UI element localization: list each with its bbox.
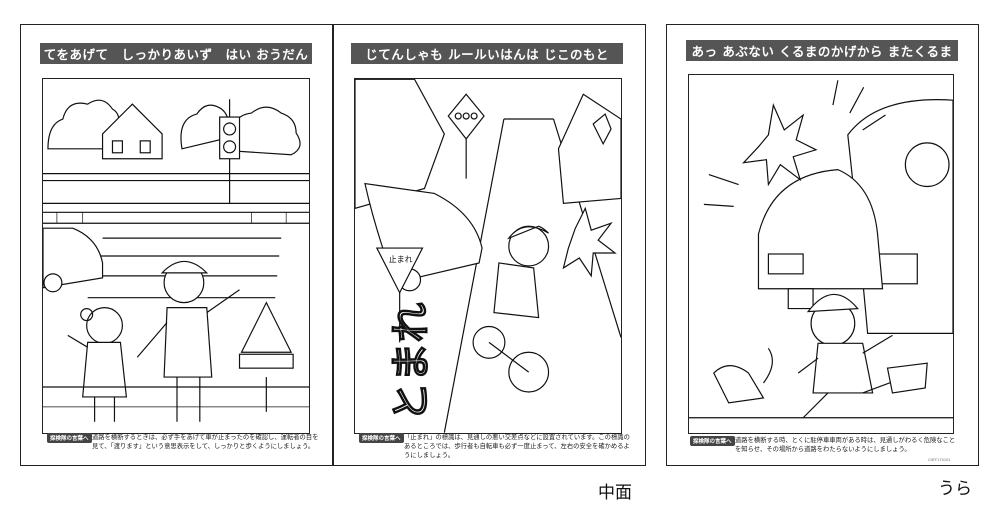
note-badge: 探検隊の言葉へ: [359, 433, 404, 443]
panel-crosswalk: てをあげて しっかりあいず はい おうだん: [20, 24, 332, 466]
car-shadow-drawing: [689, 80, 953, 419]
label-inside: 中面: [598, 483, 632, 503]
illustration-bicycle: 止まれ とまれ: [354, 78, 622, 434]
panel-caption: 「止まれ」の標識は、見通しの悪い交差点などに設置されています。この標識のあるとこ…: [404, 434, 630, 459]
road-marking-text: とまれ: [388, 302, 434, 421]
illustration-car-shadow: [688, 74, 954, 434]
panel-divider: [332, 24, 334, 466]
note-badge: 探検隊の言葉へ: [47, 433, 92, 443]
panel-title: あっ あぶない くるまのかげから またくるま: [686, 40, 958, 61]
panel-car-shadow: あっ あぶない くるまのかげから またくるま: [666, 24, 979, 466]
bicycle-drawing: 止まれ とまれ: [355, 79, 621, 433]
illustration-crosswalk: [42, 78, 310, 434]
panel-title: じてんしゃも ルールいはんは じこのもと: [351, 43, 623, 64]
panel-caption: 道路を横断する時、とくに駐停車車両がある時は、見通しがわるく危険なことを知らせ、…: [735, 437, 956, 453]
crosswalk-drawing: [43, 99, 309, 422]
credit-code: CDFF170101: [928, 458, 951, 462]
panel-bicycle: じてんしゃも ルールいはんは じこのもと 止まれ: [333, 24, 646, 466]
stop-sign-text: 止まれ: [389, 254, 413, 264]
label-back: うら: [938, 479, 972, 499]
panel-title: てをあげて しっかりあいず はい おうだん: [40, 43, 312, 64]
panel-caption: 道路を横断するときは、必ず手をあげて車が止まったのを確認し、運転者の目を見て、「…: [92, 434, 319, 450]
note-badge: 探検隊の言葉へ: [690, 436, 735, 446]
